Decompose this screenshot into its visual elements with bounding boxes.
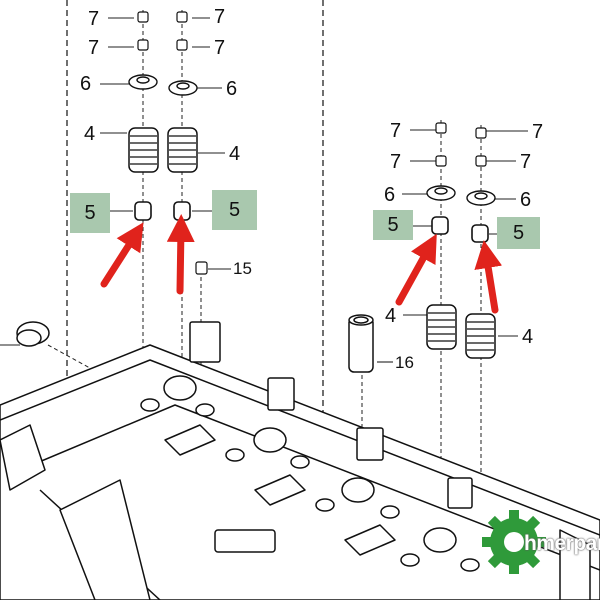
- callout-4-a: 4: [84, 123, 96, 145]
- callout-7-d: 7: [214, 37, 226, 59]
- arrow-seal-1: [100, 222, 144, 288]
- callout-4-c: 4: [385, 305, 397, 327]
- arrow-seal-2: [166, 214, 195, 295]
- cap-plug: [16, 321, 50, 347]
- watermark-brand-text: hmerparts: [524, 532, 600, 555]
- callout-4-b: 4: [229, 143, 241, 165]
- callout-7-a: 7: [88, 8, 100, 30]
- valve-stem-seals: [134, 201, 489, 243]
- cylinder-head: [0, 321, 600, 601]
- callout-6-c: 6: [384, 184, 396, 206]
- callout-7-f: 7: [532, 121, 544, 143]
- callout-6-b: 6: [226, 78, 238, 100]
- callout-5-a: 5: [84, 202, 96, 224]
- callout-6-a: 6: [80, 73, 92, 95]
- valve-keepers: [137, 11, 487, 275]
- callout-15: 15: [233, 259, 252, 278]
- leader-lines: [0, 17, 528, 363]
- arrow-seal-4: [474, 240, 503, 314]
- callout-5-a-highlight: 5: [70, 193, 110, 233]
- watermark-gear-icon: [482, 510, 546, 574]
- spring-retainers: [128, 74, 496, 206]
- callout-16: 16: [395, 353, 414, 372]
- callout-5-d: 5: [512, 222, 525, 244]
- callout-5-b: 5: [228, 199, 241, 221]
- spring-coils: [130, 135, 494, 351]
- injector-sleeve: [348, 314, 374, 373]
- callout-5-d-highlight: 5: [497, 217, 540, 249]
- arrow-seal-3: [395, 233, 437, 306]
- callout-7-h: 7: [520, 151, 532, 173]
- callout-4-d: 4: [522, 326, 534, 348]
- callout-7-e: 7: [390, 120, 402, 142]
- callout-5-b-highlight: 5: [212, 190, 257, 230]
- callout-6-d: 6: [520, 189, 532, 211]
- callout-5-c-highlight: 5: [373, 210, 413, 240]
- callout-7-g: 7: [390, 151, 402, 173]
- callout-5-c: 5: [387, 214, 399, 236]
- callout-7-b: 7: [214, 6, 226, 28]
- highlight-arrows: [100, 214, 503, 314]
- callout-7-c: 7: [88, 37, 100, 59]
